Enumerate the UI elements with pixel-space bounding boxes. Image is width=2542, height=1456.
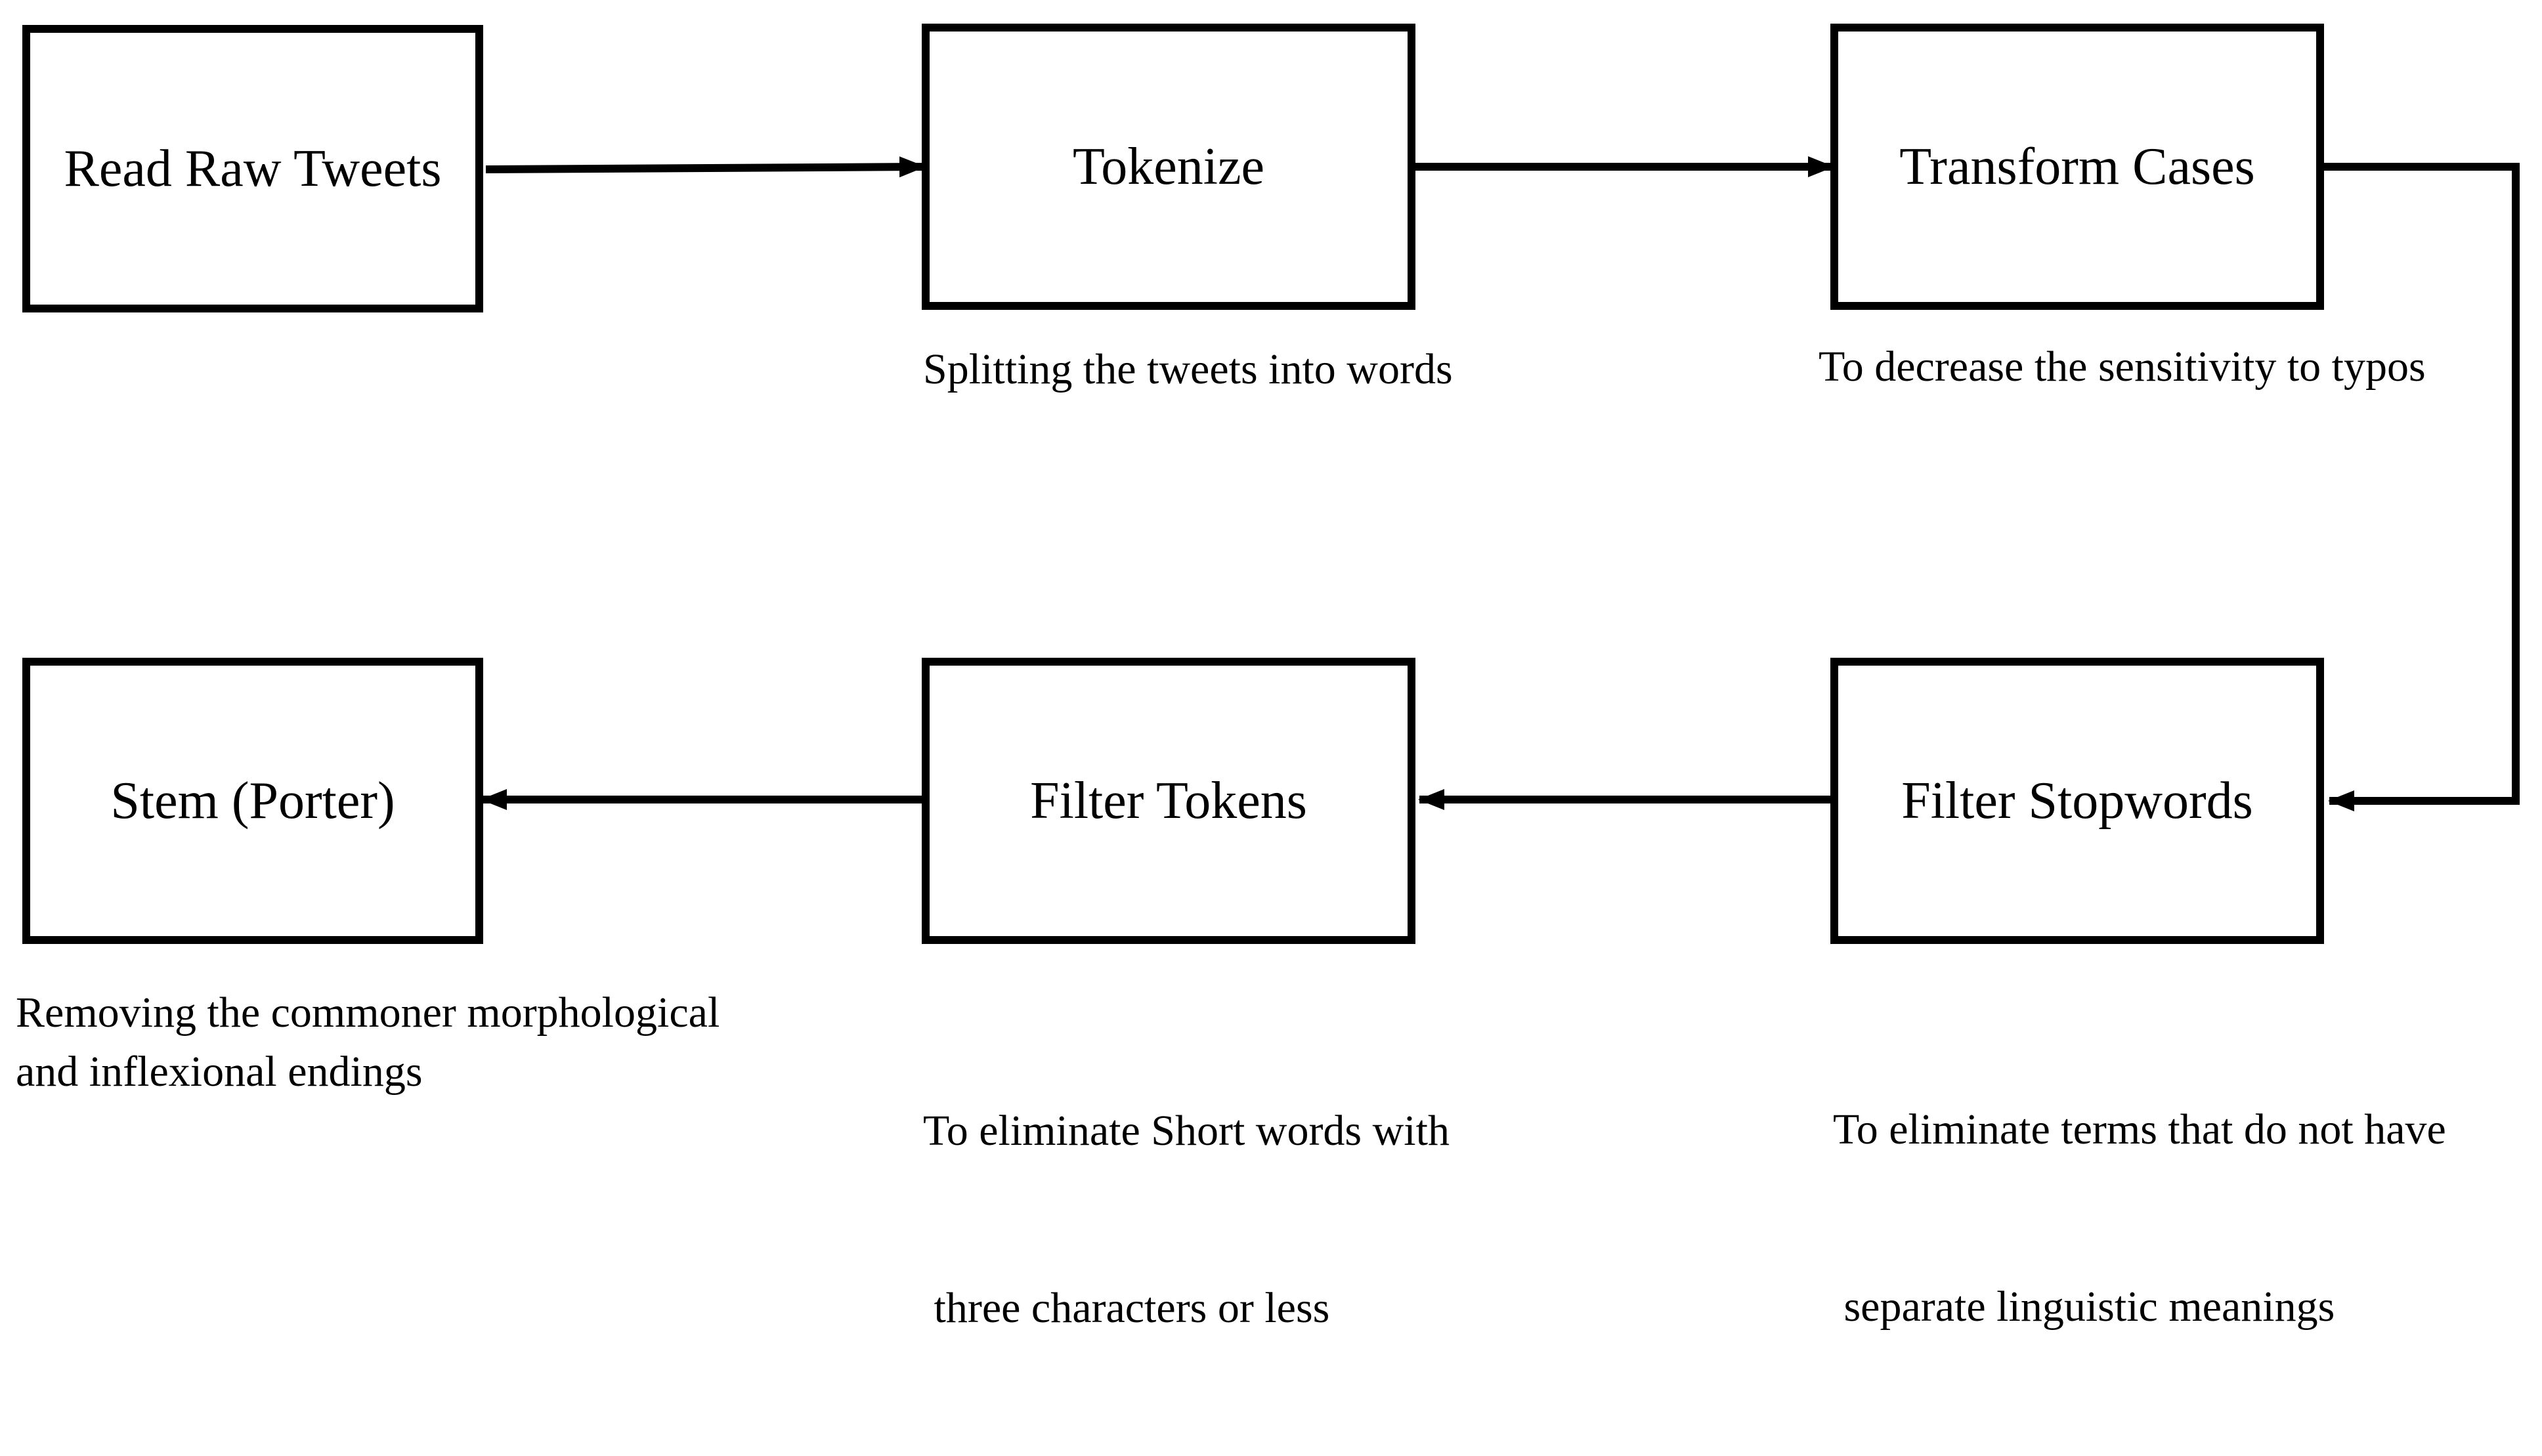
arrow-read-to-tokenize bbox=[485, 156, 926, 178]
caption-filter-tokens: To eliminate Short words with three char… bbox=[923, 983, 1450, 1456]
caption-line: To eliminate terms that do not have bbox=[1833, 1105, 2446, 1153]
caption-line: Splitting the tweets into words bbox=[923, 345, 1453, 393]
caption-line: three characters or less bbox=[923, 1284, 1330, 1332]
arrow-transform-to-stopwords bbox=[2324, 163, 2520, 811]
step-label: Stem (Porter) bbox=[110, 772, 395, 830]
caption-line: To decrease the sensitivity to typos bbox=[1819, 343, 2426, 391]
caption-line: To eliminate Short words with bbox=[923, 1107, 1450, 1155]
step-filter-tokens: Filter Tokens bbox=[922, 658, 1415, 944]
caption-line: Removing the commoner morphological bbox=[16, 989, 720, 1037]
step-label: Filter Tokens bbox=[1030, 772, 1307, 830]
step-label: Filter Stopwords bbox=[1901, 772, 2253, 830]
step-label: Read Raw Tweets bbox=[64, 140, 442, 198]
step-tokenize: Tokenize bbox=[922, 24, 1415, 310]
caption-line: separate linguistic meanings bbox=[1833, 1283, 2335, 1331]
flow-arrows bbox=[481, 156, 2520, 811]
caption-stem-porter: Removing the commoner morphological and … bbox=[16, 983, 720, 1102]
caption-tokenize: Splitting the tweets into words bbox=[923, 340, 1453, 399]
step-stem-porter: Stem (Porter) bbox=[22, 658, 483, 944]
step-transform-cases: Transform Cases bbox=[1830, 24, 2324, 310]
caption-line: and inflexional endings bbox=[16, 1048, 423, 1096]
step-read-raw-tweets: Read Raw Tweets bbox=[22, 25, 483, 312]
step-label: Transform Cases bbox=[1899, 138, 2255, 196]
caption-transform-cases: To decrease the sensitivity to typos bbox=[1819, 337, 2426, 396]
step-label: Tokenize bbox=[1072, 138, 1265, 196]
caption-filter-stopwords: To eliminate terms that do not have sepa… bbox=[1833, 982, 2446, 1455]
step-filter-stopwords: Filter Stopwords bbox=[1830, 658, 2324, 944]
preprocessing-flow-diagram: Read Raw Tweets Tokenize Transform Cases… bbox=[16, 24, 2520, 1332]
